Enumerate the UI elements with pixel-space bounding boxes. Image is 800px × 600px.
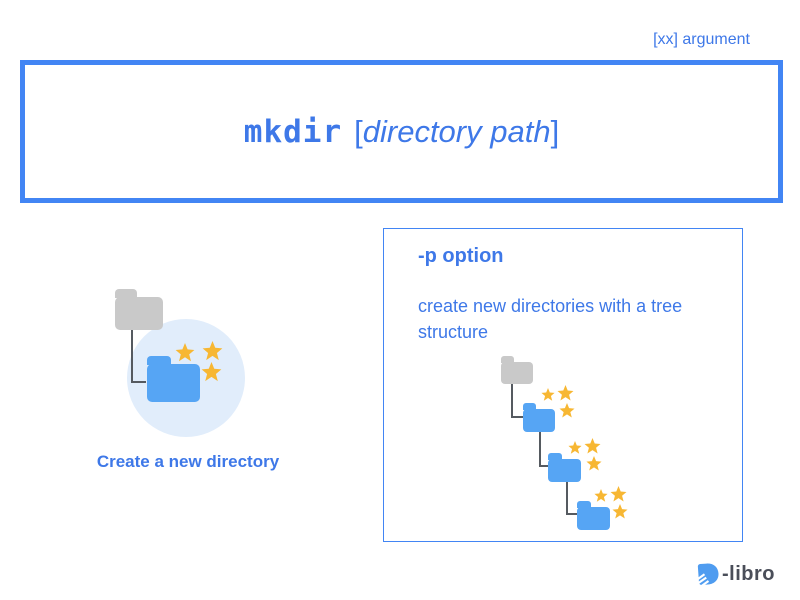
argument-text: directory path	[362, 113, 551, 149]
p-option-panel: -p option create new directories with a …	[383, 228, 743, 542]
p-option-description: create new directories with a tree struc…	[418, 296, 683, 343]
parent-folder-icon	[115, 289, 163, 330]
tree-root-folder-icon	[501, 356, 533, 384]
create-directory-illustration	[98, 285, 288, 480]
new-folder-icon	[147, 356, 200, 402]
star-icon	[568, 441, 582, 454]
tree-folder-icon	[577, 501, 610, 530]
star-icon	[584, 438, 601, 454]
p-option-title: -p option	[418, 245, 504, 267]
bracket-close: ]	[550, 113, 560, 149]
tree-illustration	[384, 229, 742, 541]
tree-connector-elbow	[539, 432, 548, 467]
command-name: mkdir	[243, 113, 343, 150]
star-icon	[559, 403, 575, 418]
tree-connector-elbow	[566, 482, 577, 515]
connector-elbow	[131, 330, 146, 383]
star-icon	[610, 486, 627, 502]
dlibro-logo: -libro	[694, 561, 775, 588]
dlibro-logo-text: -libro	[722, 562, 775, 585]
tree-folder-icon	[523, 403, 555, 432]
bracket-open: [	[354, 113, 363, 149]
command-box: mkdir [directory path]	[20, 60, 783, 203]
star-icon	[612, 504, 628, 519]
argument-label: [xx] argument	[653, 31, 750, 48]
command-argument: [directory path]	[354, 114, 559, 150]
tree-folder-icon	[548, 453, 581, 482]
star-icon	[541, 388, 555, 401]
star-icon	[586, 456, 602, 471]
left-caption: Create a new directory	[96, 452, 280, 471]
dlibro-logo-icon	[694, 563, 719, 588]
tree-connector-elbow	[511, 384, 523, 418]
star-icon	[594, 489, 608, 502]
star-icon	[557, 385, 574, 401]
